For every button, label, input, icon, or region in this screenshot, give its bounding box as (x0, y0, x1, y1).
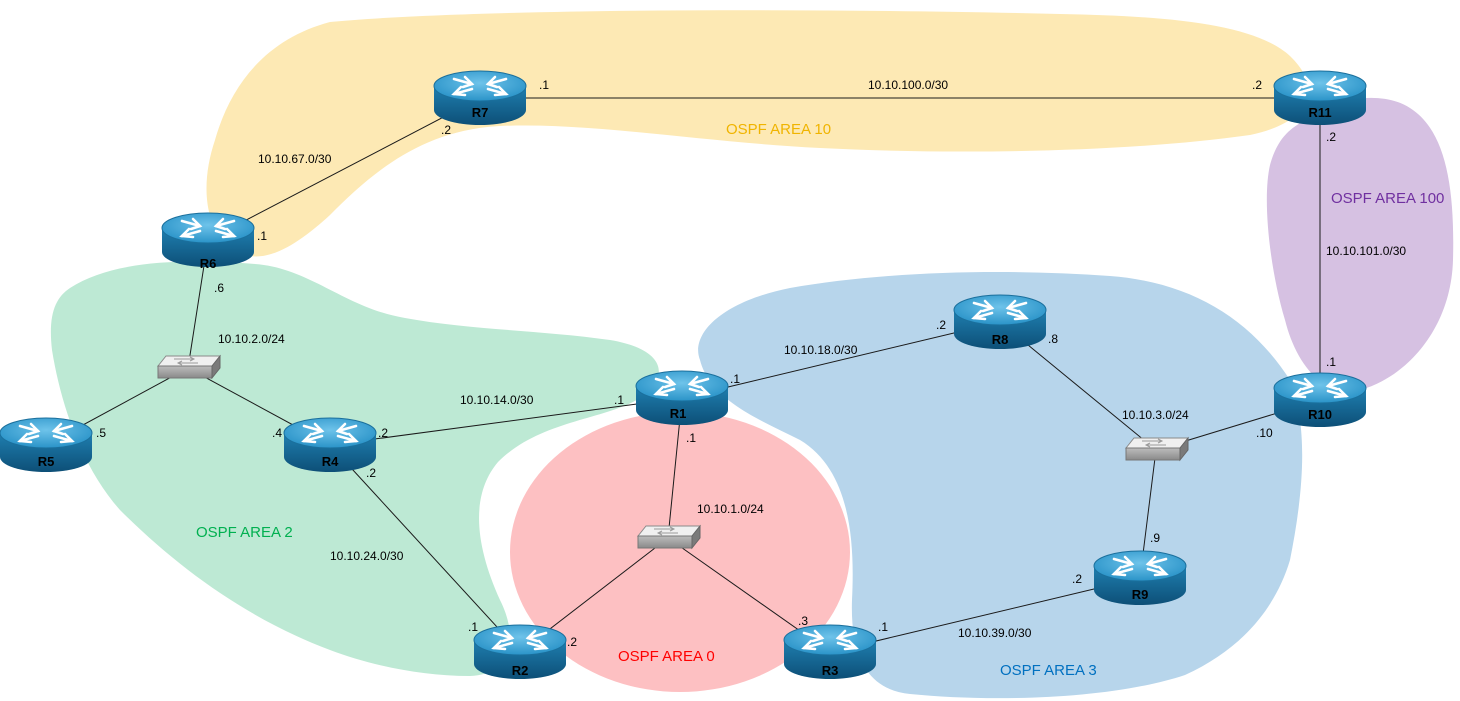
network-label: 10.10.24.0/30 (330, 549, 404, 563)
router-r1[interactable]: R1 (634, 369, 730, 427)
interface-label: .8 (1048, 332, 1058, 346)
area-label-100: OSPF AREA 100 (1331, 190, 1444, 207)
router-label: R9 (1132, 587, 1149, 602)
network-label: 10.10.18.0/30 (784, 343, 858, 357)
network-label: 10.10.39.0/30 (958, 626, 1032, 640)
router-label: R11 (1308, 105, 1331, 120)
switch-icon[interactable] (157, 355, 221, 379)
router-r4[interactable]: R4 (282, 416, 378, 474)
interface-label: .1 (614, 393, 624, 407)
link-r6-r7 (207, 97, 481, 241)
interface-label: .2 (366, 466, 376, 480)
router-label: R7 (472, 105, 489, 120)
network-label: 10.10.67.0/30 (258, 152, 332, 166)
router-label: R6 (200, 256, 217, 271)
area-label-2: OSPF AREA 2 (196, 524, 293, 541)
interface-label: .2 (1326, 130, 1336, 144)
router-label: R4 (322, 454, 339, 469)
router-r7[interactable]: R7 (432, 69, 528, 127)
router-r6[interactable]: R6 (160, 211, 256, 271)
area-label-0: OSPF AREA 0 (618, 648, 715, 665)
interface-label: .3 (798, 614, 808, 628)
interface-label: .9 (1150, 531, 1160, 545)
interface-label: .1 (1326, 355, 1336, 369)
link-r1-r8 (681, 321, 1001, 399)
interface-label: .2 (378, 426, 388, 440)
interface-label: .1 (730, 372, 740, 386)
router-r10[interactable]: R10 (1272, 371, 1368, 429)
interface-label: .2 (1252, 78, 1262, 92)
link-r4-r1 (329, 397, 683, 446)
area-100-region (1266, 97, 1454, 392)
area-label-3: OSPF AREA 3 (1000, 662, 1097, 679)
router-r2[interactable]: R2 (472, 623, 568, 681)
interface-label: .1 (257, 229, 267, 243)
link-r4-r2 (329, 444, 521, 653)
router-label: R2 (512, 663, 529, 678)
router-label: R10 (1308, 407, 1332, 422)
interface-label: .4 (272, 426, 282, 440)
switch-icon[interactable] (1125, 437, 1189, 461)
interface-label: .10 (1256, 426, 1273, 440)
network-label: 10.10.3.0/24 (1122, 408, 1189, 422)
interface-label: .2 (1072, 572, 1082, 586)
interface-label: .1 (878, 620, 888, 634)
network-label: 10.10.100.0/30 (868, 78, 948, 92)
interface-label: .2 (441, 123, 451, 137)
interface-label: .1 (468, 620, 478, 634)
router-label: R8 (992, 332, 1009, 347)
network-label: 10.10.2.0/24 (218, 332, 285, 346)
interface-label: .1 (686, 431, 696, 445)
router-r9[interactable]: R9 (1092, 549, 1188, 607)
link-r3-r9 (829, 577, 1141, 653)
interface-label: .1 (539, 78, 549, 92)
network-label: 10.10.14.0/30 (460, 393, 534, 407)
router-r8[interactable]: R8 (952, 293, 1048, 351)
router-label: R5 (38, 454, 55, 469)
router-label: R3 (822, 663, 839, 678)
interface-label: .5 (96, 426, 106, 440)
router-r3[interactable]: R3 (782, 623, 878, 681)
interface-label: .6 (214, 281, 224, 295)
area-label-10: OSPF AREA 10 (726, 121, 831, 138)
router-r11[interactable]: R11 (1272, 69, 1368, 127)
router-r5[interactable]: R5 (0, 416, 94, 474)
interface-label: .2 (567, 635, 577, 649)
switch-icon[interactable] (637, 525, 701, 549)
router-label: R1 (670, 406, 687, 421)
area-0-region (510, 412, 850, 692)
network-label: 10.10.1.0/24 (697, 502, 764, 516)
network-label: 10.10.101.0/30 (1326, 244, 1406, 258)
interface-label: .2 (936, 318, 946, 332)
